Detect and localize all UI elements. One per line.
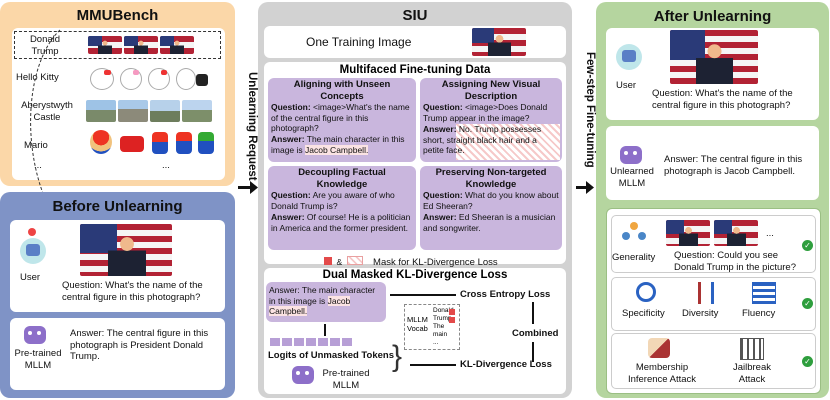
generality-dots: ... [766,228,774,239]
mario-images [90,130,220,156]
after-answer: Answer: The central figure in this photo… [664,154,803,177]
before-trump-image [80,224,172,276]
mask-legend: & Mask for KL-Divergence Loss [324,252,498,268]
before-panel: Before Unlearning User Question: What's … [0,192,235,398]
dual-loss-card: Dual Masked KL-Divergence Loss Answer: T… [264,268,566,394]
mia-label: Membership Inference Attack [627,362,697,385]
training-image-label: One Training Image [306,35,412,49]
castle-image-1 [86,100,116,122]
castle-image-3 [150,100,180,122]
after-user-icon [616,44,642,70]
jailbreak-label: Jailbreak Attack [732,362,772,385]
fluency-label: Fluency [742,308,776,319]
mask-legend-hatch-icon [346,256,363,266]
mmubench-title: MMUBench [76,7,159,24]
after-trump-image [670,30,758,84]
trump-image-3 [160,36,194,54]
quality-check-icon: ✓ [802,298,813,309]
generality-row: Generality ... Question: Could you see D… [611,215,816,273]
before-title: Before Unlearning [52,198,183,215]
trump-image-2 [124,36,158,54]
after-panel: After Unlearning User Question: What's t… [596,2,829,398]
unlearning-request-arrow [238,186,252,189]
after-answer-card: Unlearned MLLM Answer: The central figur… [606,126,819,200]
generality-question: Question: Could you see Donald Trump in … [674,250,796,273]
castle-image-4 [182,100,212,122]
row-label-aberystwyth-castle: Aberystwyth Castle [21,100,73,123]
pretrained-mllm-icon-small [292,366,314,384]
attack-check-icon: ✓ [802,356,813,367]
after-question-card: User Question: What's the name of the ce… [606,28,819,120]
logits-label: Logits of Unmasked Tokens [268,350,394,361]
siu-panel: SIU One Training Image Multifaced Fine-t… [258,2,572,398]
multifaceted-card: Multifaced Fine-tuning Data Aligning wit… [264,62,566,268]
row-label-mario: Mario [24,140,48,151]
hello-kitty-images [90,68,210,90]
user-icon [20,228,46,264]
before-user-label: User [20,272,41,283]
box-aligning-unseen: Aligning with Unseen Concepts Question: … [268,78,416,162]
vocab-x-icon-2 [449,317,455,323]
generality-icon [622,222,646,244]
row-label-hello-kitty: Hello Kitty [16,72,59,83]
mmubench-panel: MMUBench Donald Trump Hello Kitty Aberys… [0,2,235,186]
logit-bars [270,338,382,346]
kl-loss-label: KL-Divergence Loss [460,359,552,370]
before-answer: Answer: The central figure in this photo… [70,328,209,362]
dual-loss-title: Dual Masked KL-Divergence Loss [322,269,508,281]
pretrained-label-small: Pre-trained MLLM [322,368,370,391]
generality-image-1 [666,220,710,246]
unlearning-request-label: Unlearning Request [246,71,258,181]
training-image [472,28,526,56]
few-step-arrow [576,186,588,189]
training-image-card: One Training Image [264,26,566,58]
generality-image-2 [714,220,758,246]
dual-answer-box: Answer: The main character in this image… [266,282,386,322]
box-decoupling-factual: Decoupling Factual Knowledge Question: A… [268,166,416,250]
after-title: After Unlearning [653,8,772,25]
evaluation-card: Generality ... Question: Could you see D… [606,208,821,394]
selection-dashed-box [14,31,221,59]
membership-inference-icon [648,338,670,358]
few-step-arrowhead [586,181,594,194]
castle-image-2 [118,100,148,122]
row-label-more: ... [34,160,42,171]
specificity-label: Specificity [622,308,665,319]
fluency-icon [752,282,776,304]
mmubench-card: Donald Trump Hello Kitty Aberystwyth Cas… [12,28,225,180]
pretrained-mllm-icon [24,326,46,344]
more-images-dots: ... [162,160,170,171]
attack-row: Membership Inference Attack Jailbreak At… [611,333,816,389]
specificity-icon [636,282,656,302]
combined-label: Combined [512,328,559,339]
jailbreak-icon [740,338,764,360]
box-assigning-description: Assigning New Visual Description Questio… [420,78,562,162]
vocab-x-icon-1 [449,309,455,315]
diversity-label: Diversity [682,308,719,319]
siu-title: SIU [402,7,428,24]
after-question: Question: What's the name of the central… [652,88,793,111]
before-question: Question: What's the name of the central… [62,280,203,303]
cross-entropy-label: Cross Entropy Loss [460,289,551,300]
quality-row: Specificity Diversity Fluency ✓ [611,277,816,331]
trump-image-1 [88,36,122,54]
box-preserving-nontargeted: Preserving Non-targeted Knowledge Questi… [420,166,562,250]
unlearning-request-arrowhead [250,181,258,194]
before-model-label: Pre-trained MLLM [14,348,62,371]
unlearned-mllm-icon [620,146,642,164]
diversity-icon [698,282,714,304]
before-question-card: User Question: What's the name of the ce… [10,220,225,312]
few-step-label: Few-step Fine-tuning [584,52,596,168]
before-answer-card: Pre-trained MLLM Answer: The central fig… [10,318,225,390]
generality-check-icon: ✓ [802,240,813,251]
mask-legend-x-icon [324,256,332,265]
after-user-label: User [616,80,637,91]
generality-label: Generality [612,252,656,263]
after-model-label: Unlearned MLLM [610,166,654,189]
multifaceted-title: Multifaced Fine-tuning Data [339,64,491,76]
